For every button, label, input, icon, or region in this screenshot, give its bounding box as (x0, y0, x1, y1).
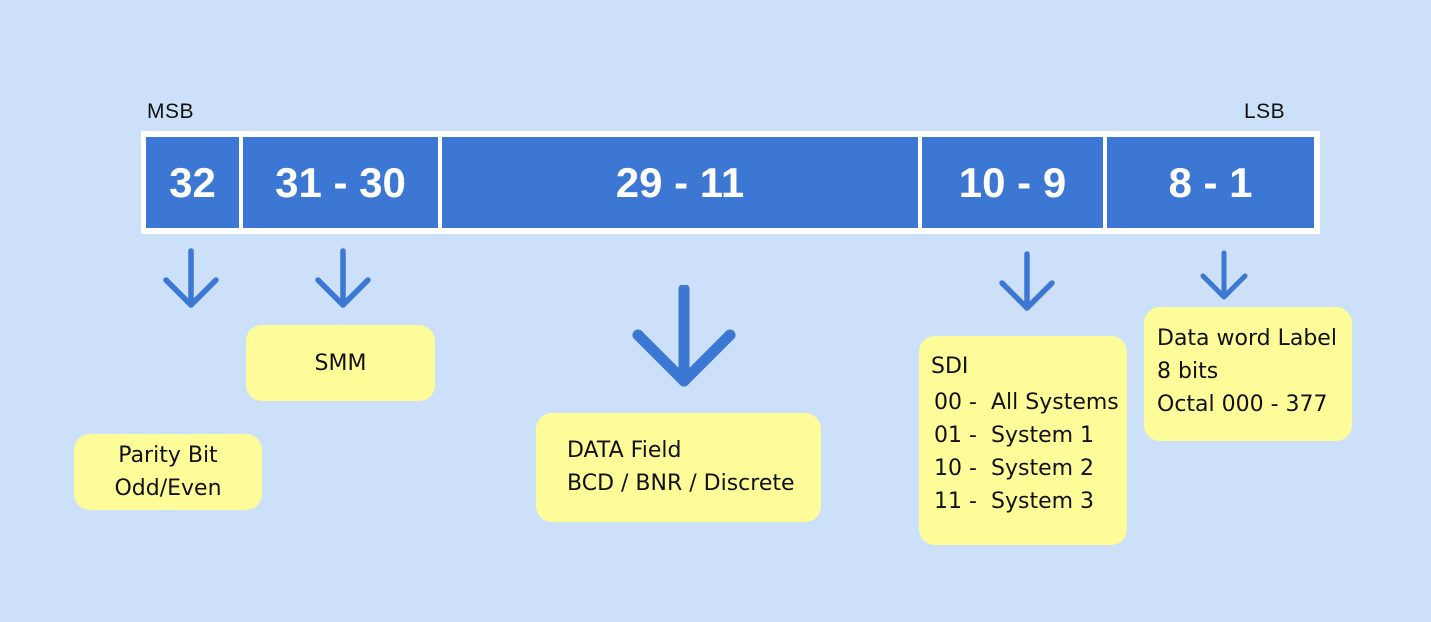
field-sdi-bits: 10 - 9 (922, 137, 1103, 228)
note-line: DATA Field (567, 438, 682, 463)
sdi-desc: System 2 (991, 456, 1095, 481)
lsb-label: LSB (1244, 100, 1286, 123)
field-data-bits: 29 - 11 (442, 137, 918, 228)
sdi-code: 11 - (934, 489, 977, 514)
note-data-word-label: Data word Label 8 bits Octal 000 - 377 (1144, 307, 1352, 441)
sdi-code: 01 - (934, 423, 977, 448)
note-parity-bit: Parity Bit Odd/Even (74, 434, 262, 510)
field-ssm-bits: 31 - 30 (243, 137, 438, 228)
sdi-code: 10 - (934, 456, 977, 481)
arrow-down-icon (1200, 250, 1248, 300)
note-line: Data word Label (1157, 326, 1337, 351)
sdi-desc: System 1 (991, 423, 1095, 448)
arrow-down-icon (315, 248, 371, 308)
note-line: SMM (314, 350, 367, 376)
sdi-row: 11 - System 3 (931, 485, 1127, 518)
field-parity-bits: 32 (146, 137, 239, 228)
note-title: SDI (931, 354, 969, 379)
note-line: 8 bits (1157, 359, 1219, 384)
msb-label: MSB (147, 100, 195, 123)
note-line: Parity Bit (118, 443, 218, 468)
note-sdi: SDI 00 - All Systems 01 - System 1 10 - … (919, 336, 1127, 545)
sdi-desc: System 3 (991, 489, 1095, 514)
arrow-down-icon (999, 251, 1055, 311)
note-smm: SMM (246, 325, 435, 401)
arrow-down-icon (163, 248, 219, 308)
sdi-code: 00 - (934, 390, 977, 415)
sdi-row: 10 - System 2 (931, 452, 1127, 485)
sdi-row: 01 - System 1 (931, 419, 1127, 452)
note-line: Odd/Even (114, 476, 222, 501)
note-line: Octal 000 - 377 (1157, 392, 1328, 417)
note-data-field: DATA Field BCD / BNR / Discrete (536, 413, 821, 522)
note-line: BCD / BNR / Discrete (567, 471, 795, 496)
sdi-desc: All Systems (991, 390, 1119, 415)
arrow-down-icon (632, 285, 736, 387)
field-label-bits: 8 - 1 (1107, 137, 1314, 228)
sdi-row: 00 - All Systems (931, 386, 1127, 419)
